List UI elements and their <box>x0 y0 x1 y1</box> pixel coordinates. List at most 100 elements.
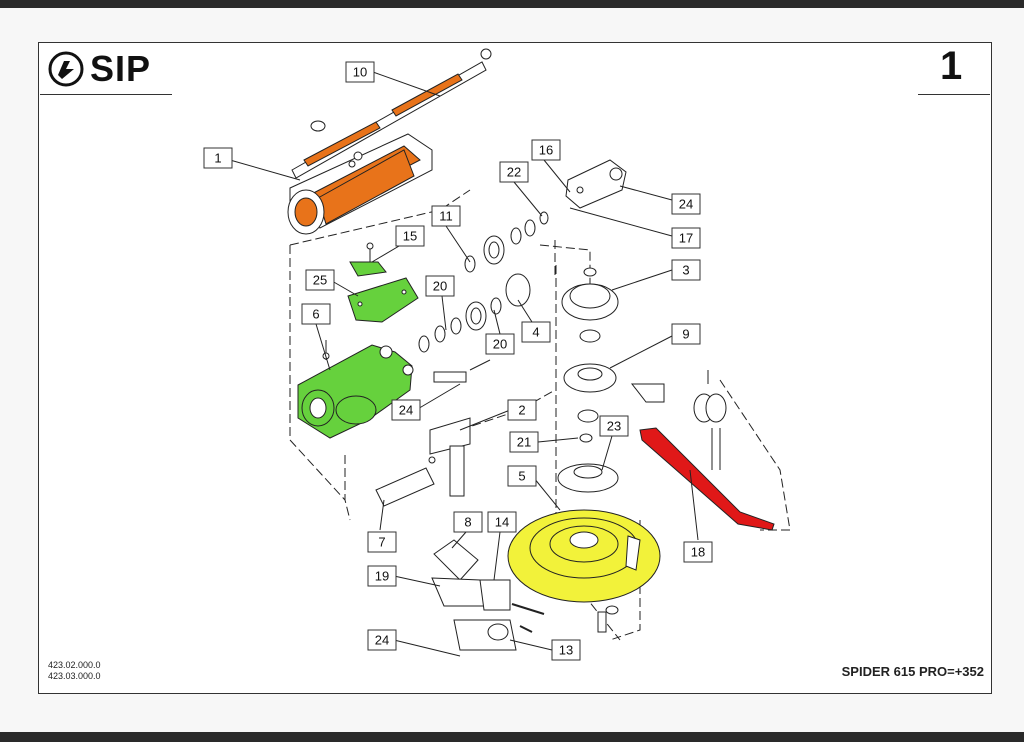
lower-bracket-assembly <box>431 539 545 651</box>
callout-box <box>305 269 335 291</box>
callout-box <box>301 303 331 325</box>
callout-20: 20 <box>425 275 455 297</box>
callout-24: 24 <box>671 193 701 215</box>
callout-box <box>671 193 701 215</box>
page-number: 1 <box>940 44 963 88</box>
callout-24: 24 <box>367 629 397 651</box>
callout-box <box>551 639 581 661</box>
part-1-tube-housing <box>287 133 433 235</box>
callout-4: 4 <box>521 321 551 343</box>
callout-label: 6 <box>312 307 319 322</box>
header-rule-right <box>918 94 990 95</box>
part-15-bracket <box>349 242 387 277</box>
callout-8: 8 <box>453 511 483 533</box>
callout-15: 15 <box>395 225 425 247</box>
callout-box <box>671 259 701 281</box>
callout-label: 18 <box>691 545 705 560</box>
callout-label: 24 <box>375 633 389 648</box>
callout-box <box>485 333 515 355</box>
callout-24: 24 <box>391 399 421 421</box>
callout-label: 19 <box>375 569 389 584</box>
callout-6: 6 <box>301 303 331 325</box>
reference-codes: 423.02.000.0 423.03.000.0 <box>48 660 101 682</box>
callout-label: 10 <box>353 65 367 80</box>
callout-9: 9 <box>671 323 701 345</box>
callout-25: 25 <box>305 269 335 291</box>
callout-box <box>507 399 537 421</box>
callout-22: 22 <box>499 161 529 183</box>
callout-box <box>671 227 701 249</box>
callout-label: 8 <box>464 515 471 530</box>
callout-13: 13 <box>551 639 581 661</box>
callout-21: 21 <box>509 431 539 453</box>
callout-box <box>367 565 397 587</box>
callout-label: 15 <box>403 229 417 244</box>
callout-boxes: 1 10 15 25 6 11 20 20 4 22 16 24 17 3 9 24 2 21 23 5 18 7 8 14 1… <box>203 61 713 661</box>
callout-3: 3 <box>671 259 701 281</box>
callout-17: 17 <box>671 227 701 249</box>
part-9-hub <box>563 363 617 443</box>
callout-label: 11 <box>439 209 453 224</box>
callout-box <box>683 541 713 563</box>
callout-11: 11 <box>431 205 461 227</box>
callout-label: 23 <box>607 419 621 434</box>
callout-label: 21 <box>517 435 531 450</box>
callout-box <box>453 511 483 533</box>
callout-box <box>671 323 701 345</box>
callout-label: 24 <box>399 403 413 418</box>
callout-box <box>599 415 629 437</box>
sip-logo: SIP <box>48 48 151 90</box>
callout-box <box>431 205 461 227</box>
part-2-support <box>428 417 471 497</box>
reference-code-2: 423.03.000.0 <box>48 671 101 681</box>
reference-code-1: 423.02.000.0 <box>48 660 101 670</box>
callout-2: 2 <box>507 399 537 421</box>
callout-label: 17 <box>679 231 693 246</box>
callout-20: 20 <box>485 333 515 355</box>
callout-16: 16 <box>531 139 561 161</box>
part-6-gearbox-housing <box>297 340 414 439</box>
callout-box <box>531 139 561 161</box>
drawing-page <box>0 8 1024 732</box>
callout-label: 24 <box>679 197 693 212</box>
callout-7: 7 <box>367 531 397 553</box>
callout-box <box>395 225 425 247</box>
callout-23: 23 <box>599 415 629 437</box>
model-label: SPIDER 615 PRO=+352 <box>841 664 984 679</box>
callout-label: 13 <box>559 643 573 658</box>
part-5-disc <box>507 509 661 633</box>
part-24-pin-mid <box>433 359 491 383</box>
callout-label: 5 <box>518 469 525 484</box>
callout-box <box>203 147 233 169</box>
part-10-shaft <box>291 48 492 179</box>
brand-name: SIP <box>90 48 152 89</box>
callout-5: 5 <box>507 465 537 487</box>
callout-box <box>499 161 529 183</box>
callout-label: 1 <box>214 151 221 166</box>
callout-box <box>367 531 397 553</box>
callout-box <box>487 511 517 533</box>
callout-label: 22 <box>507 165 521 180</box>
sip-emblem-icon <box>48 51 84 87</box>
callout-box <box>391 399 421 421</box>
callout-18: 18 <box>683 541 713 563</box>
callout-box <box>425 275 455 297</box>
callout-1: 1 <box>203 147 233 169</box>
callout-box <box>367 629 397 651</box>
callout-label: 2 <box>518 403 525 418</box>
callout-label: 3 <box>682 263 689 278</box>
callout-10: 10 <box>345 61 375 83</box>
bearing-and-seal-set <box>418 211 549 353</box>
callout-label: 14 <box>495 515 509 530</box>
callout-label: 20 <box>433 279 447 294</box>
part-3-bevel-gear <box>561 267 619 343</box>
header-rule-left <box>40 94 172 95</box>
callout-box <box>509 431 539 453</box>
drawing-frame <box>38 42 992 694</box>
callout-label: 7 <box>378 535 385 550</box>
callout-label: 9 <box>682 327 689 342</box>
callout-14: 14 <box>487 511 517 533</box>
part-23-pulley <box>557 463 619 493</box>
callout-label: 16 <box>539 143 553 158</box>
